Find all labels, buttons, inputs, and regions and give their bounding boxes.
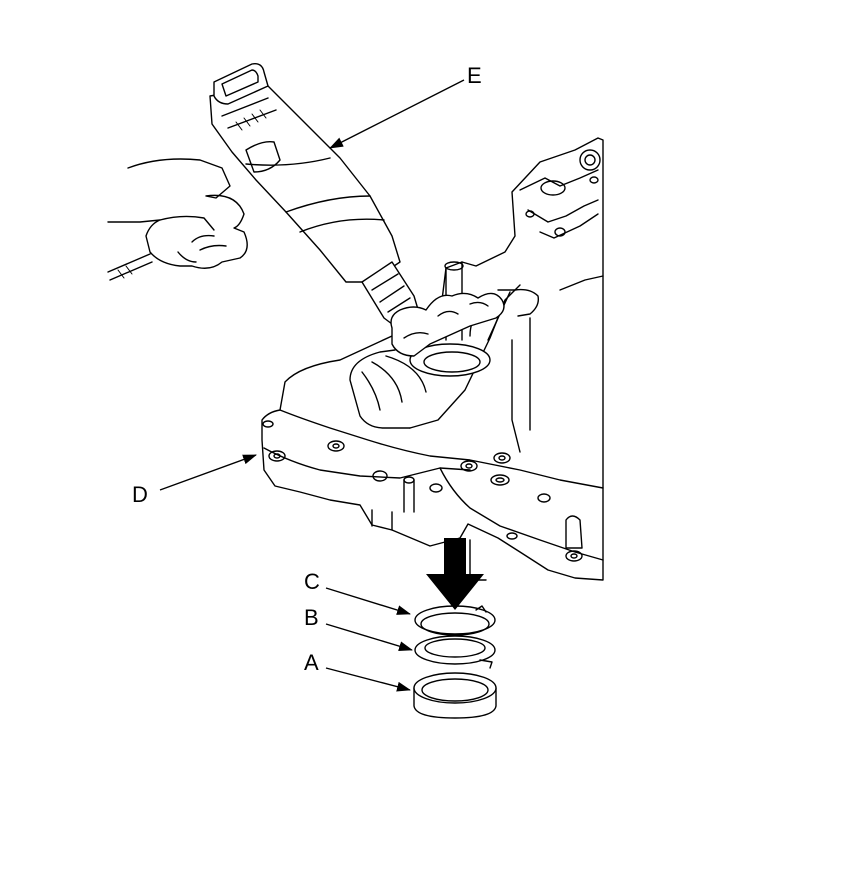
- install-direction-arrow: [426, 538, 487, 610]
- leader-e: [329, 79, 465, 149]
- label-a: A: [304, 650, 319, 675]
- leader-a: [325, 667, 411, 692]
- bolt-holes: [262, 420, 583, 562]
- part-a-oil-seal: [413, 672, 497, 719]
- label-c: C: [304, 569, 320, 594]
- transmission-housing: [261, 137, 604, 581]
- label-e: E: [467, 63, 482, 88]
- hand-and-driver-tool: [107, 62, 505, 357]
- leader-d: [159, 454, 257, 491]
- leader-lines: [159, 79, 465, 692]
- part-c-snap-ring: [414, 605, 496, 636]
- leader-c: [325, 587, 411, 615]
- callout-labels: E D C B A: [132, 63, 482, 675]
- label-b: B: [304, 605, 319, 630]
- part-b-washer: [414, 635, 496, 669]
- label-d: D: [132, 482, 148, 507]
- leader-b: [325, 623, 413, 652]
